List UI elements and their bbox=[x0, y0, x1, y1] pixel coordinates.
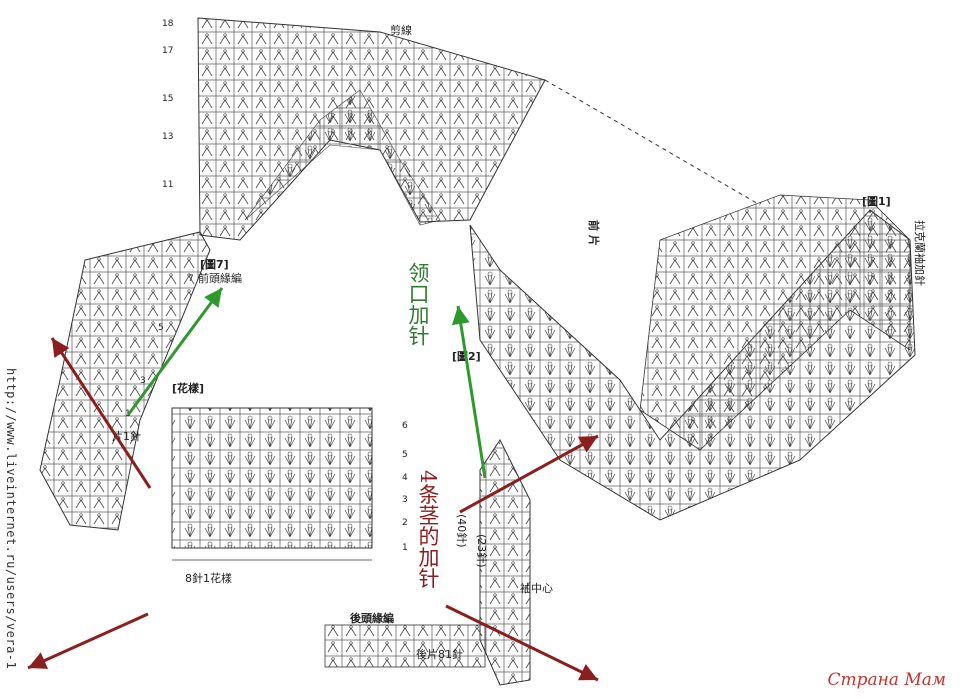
green-arrow-center bbox=[451, 305, 487, 479]
fig1-label: [圖1] bbox=[862, 195, 891, 208]
watermark: Страна Мам bbox=[827, 670, 946, 690]
svg-text:1: 1 bbox=[402, 543, 408, 553]
svg-text:2: 2 bbox=[402, 518, 408, 528]
pattern-label: [花樣] bbox=[172, 381, 204, 395]
front-neck-edge-label: 前頭緣編 bbox=[198, 271, 242, 285]
svg-text:3: 3 bbox=[140, 376, 146, 386]
neckline-increase-annotation: 领口加针 bbox=[406, 262, 430, 346]
svg-text:18: 18 bbox=[162, 19, 174, 29]
front-piece-label: 前 片 bbox=[587, 220, 601, 246]
back-neck-edge-section bbox=[324, 624, 486, 668]
red-arrow-upper-right bbox=[459, 434, 599, 514]
raglan-right-label: 拉克蘭袖加針 bbox=[913, 220, 927, 286]
red-arrow-lower-left bbox=[27, 612, 149, 670]
four-lines-annotation: 4条茎的加针 bbox=[416, 470, 440, 589]
svg-text:5: 5 bbox=[158, 323, 164, 333]
stitch-count-40: (40針) bbox=[455, 514, 469, 548]
svg-text:6: 6 bbox=[402, 421, 408, 431]
svg-text:13: 13 bbox=[162, 132, 173, 142]
back-neck-edge-label: 後頭緣編 bbox=[350, 611, 394, 625]
svg-text:11: 11 bbox=[162, 180, 173, 190]
svg-text:7: 7 bbox=[188, 274, 194, 284]
pattern-repeat-label: 8針1花樣 bbox=[185, 571, 232, 585]
back-stitches-label: 後片81針 bbox=[416, 647, 463, 661]
sleeve-center-label: 袖中心 bbox=[520, 581, 553, 595]
fig7-label: [圖7] bbox=[200, 258, 229, 271]
red-arrow-lower-right bbox=[445, 604, 599, 682]
svg-text:5: 5 bbox=[402, 450, 408, 460]
svg-text:15: 15 bbox=[162, 94, 173, 104]
svg-text:3: 3 bbox=[402, 495, 408, 505]
green-arrow-left bbox=[126, 287, 224, 416]
top-chart-section bbox=[197, 17, 546, 241]
svg-text:17: 17 bbox=[162, 46, 173, 56]
source-url: http://www.liveinternet.ru/users/vera-1 bbox=[4, 368, 18, 670]
stitch-count-23: (23針) bbox=[475, 534, 489, 568]
svg-text:4: 4 bbox=[402, 473, 408, 483]
row-numbers-top: 18 17 15 13 11 bbox=[162, 19, 174, 190]
red-arrow-upper-left bbox=[50, 337, 152, 489]
cut-line-label: 剪線 bbox=[390, 23, 412, 37]
pattern-swatch bbox=[171, 407, 373, 561]
cut-line-dashed bbox=[544, 79, 761, 206]
left-sleeve-section bbox=[39, 231, 211, 531]
pattern-row-numbers: 6 5 4 3 2 1 bbox=[402, 421, 408, 553]
